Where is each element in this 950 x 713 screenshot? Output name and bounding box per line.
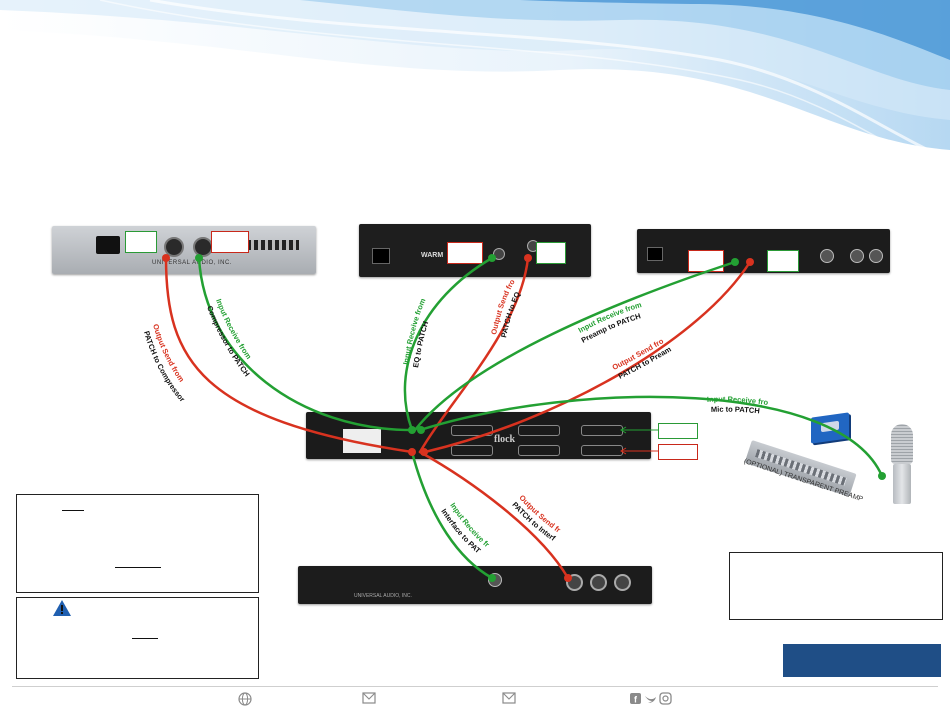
- warning-icon: [53, 600, 71, 616]
- wire-endpoints: [162, 254, 886, 582]
- email-icon[interactable]: [362, 692, 376, 707]
- label-pre-send-line1: Output Send from: [0, 0, 666, 372]
- label-if-send-line2: PATCH to Interface: [0, 0, 557, 543]
- patchbay-send-label-box: [658, 444, 698, 460]
- underline: [132, 638, 158, 639]
- db25-connector: [518, 445, 560, 456]
- patchbay-receive-label-box: [658, 423, 698, 439]
- svg-text:Mic to PATCH: Mic to PATCH: [711, 405, 760, 416]
- brand-badge: [783, 644, 941, 677]
- interface-jack: [614, 574, 631, 591]
- compressor-input-label-box: [125, 231, 157, 253]
- label-eq-send-line1: Output Send from: [0, 0, 517, 335]
- db25-connector: [451, 425, 493, 436]
- compressor-rear-panel: UNIVERSAL AUDIO, INC.: [52, 226, 316, 274]
- xlr-jack: [869, 249, 883, 263]
- interface-jack: [590, 574, 607, 591]
- svg-text:PATCH to Interface: PATCH to Interface: [0, 0, 557, 543]
- eq-output-label-box: [536, 242, 566, 264]
- eq-input-label-box: [447, 242, 483, 264]
- xlr-jack-input: [164, 237, 184, 257]
- svg-text:Interface to PATCH: Interface to PATCH: [0, 0, 483, 555]
- social-icons[interactable]: f: [630, 692, 672, 708]
- patchbay-rear-panel: flock: [306, 412, 651, 459]
- patchbay-brand: flock: [494, 434, 516, 445]
- info-box-warning: [16, 597, 259, 679]
- db25-connector: [518, 425, 560, 436]
- label-if-recv-line1: Input Receive from: [0, 0, 491, 549]
- wire-preamp-send: [423, 260, 752, 454]
- power-inlet: [96, 236, 120, 254]
- xlr-jack: [850, 249, 864, 263]
- terminal-strip: [247, 240, 299, 250]
- compressor-plate-text: UNIVERSAL AUDIO, INC.: [152, 260, 232, 266]
- email-icon[interactable]: [502, 692, 516, 707]
- eq-brand-text: WARM: [421, 252, 444, 259]
- eq-input-jack: [493, 248, 505, 260]
- svg-text:Output Send from: Output Send from: [0, 0, 517, 335]
- header-background: [0, 0, 950, 200]
- web-icon[interactable]: [238, 692, 252, 709]
- interface-brand-text: UNIVERSAL AUDIO, INC.: [354, 593, 412, 599]
- svg-text:Output Send from: Output Send from: [0, 0, 666, 372]
- info-box-right: [729, 552, 943, 620]
- svg-text:f: f: [634, 695, 638, 705]
- wire-mic-receive: [418, 395, 884, 478]
- preamp-rear-panel: [637, 229, 890, 273]
- patchbay-arrows: [620, 426, 658, 455]
- interface-rear-panel: UNIVERSAL AUDIO, INC.: [298, 566, 652, 604]
- xlr-jack: [820, 249, 834, 263]
- microphone: [891, 424, 913, 506]
- power-inlet: [372, 248, 390, 264]
- label-if-recv-line2: Interface to PATCH: [0, 0, 483, 555]
- db25-connector: [451, 445, 493, 456]
- power-inlet: [647, 247, 663, 261]
- wire-preamp-receive: [413, 260, 737, 432]
- preamp-output-label-box: [767, 250, 799, 272]
- compressor-output-label-box: [211, 231, 249, 253]
- label-mic-recv-line2: Mic to PATCH: [711, 405, 760, 416]
- footer-divider: [12, 686, 938, 687]
- underline: [115, 567, 161, 568]
- info-box-top: [16, 494, 259, 593]
- underline: [62, 510, 84, 511]
- svg-text:Input Receive from: Input Receive from: [0, 0, 491, 549]
